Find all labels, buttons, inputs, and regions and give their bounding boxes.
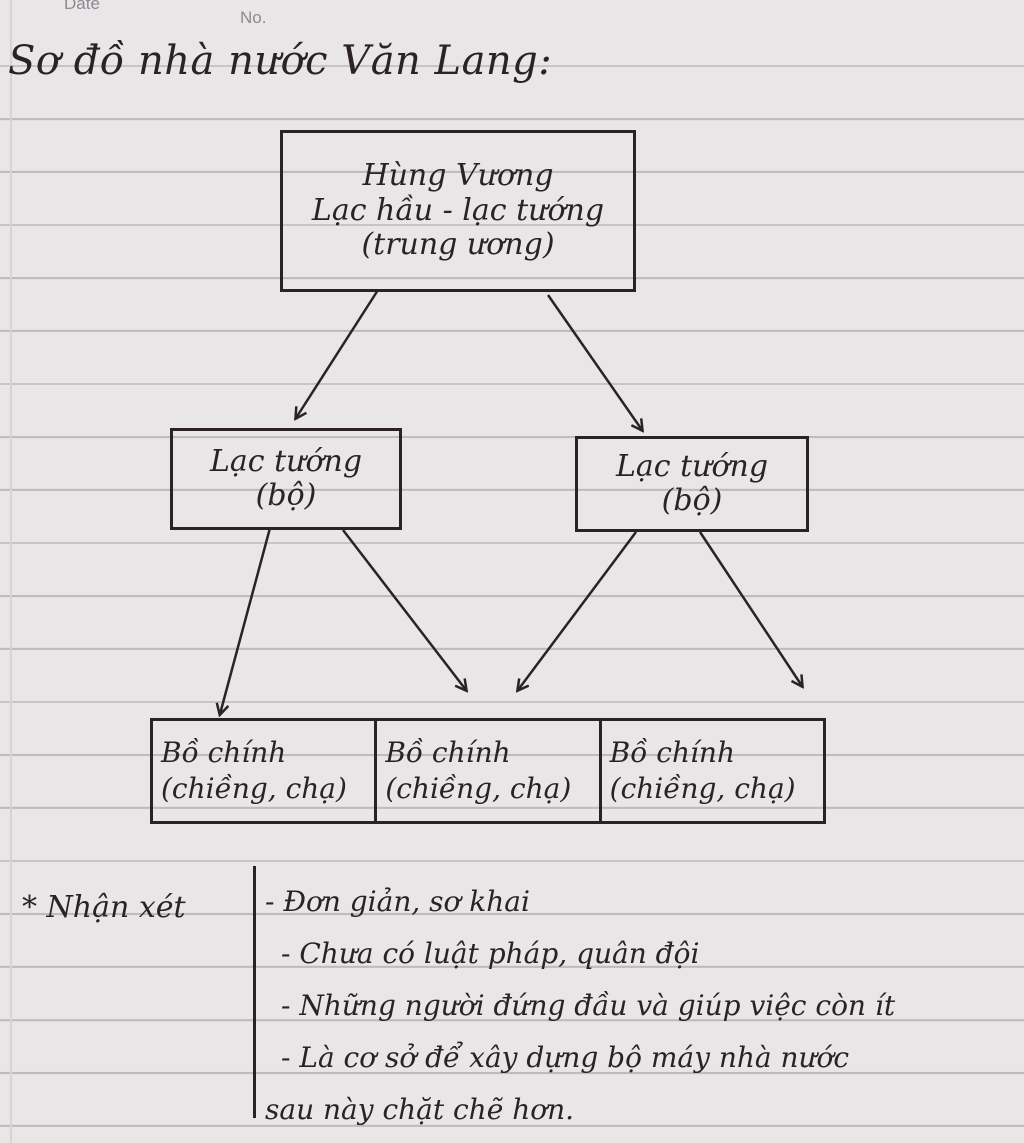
notes-list: - Đơn giản, sơ khai - Chưa có luật pháp,… <box>265 876 1020 1136</box>
arrow-top-to-mid-right <box>546 294 642 430</box>
box-lac-tuong-right-line2: (bộ) <box>661 483 723 518</box>
notes-divider <box>253 866 256 1118</box>
box-bo-chinh-2: Bồ chính (chiềng, chạ) <box>374 721 598 821</box>
box-bo-chinh-2-line1: Bồ chính <box>385 735 511 769</box>
date-label: Date <box>64 0 100 13</box>
box-bo-chinh-1-line1: Bồ chính <box>161 735 287 769</box>
no-label: No. <box>240 8 267 27</box>
box-bo-chinh-1: Bồ chính (chiềng, chạ) <box>153 721 374 821</box>
arrow-mid-left-to-bottom-1 <box>220 527 272 714</box>
box-bo-chinh-2-line2: (chiềng, chạ) <box>385 772 572 805</box>
box-lac-tuong-left-line2: (bộ) <box>255 478 317 513</box>
note-item: - Là cơ sở để xây dựng bộ máy nhà nước <box>281 1041 850 1074</box>
box-bo-chinh-row: Bồ chính (chiềng, chạ) Bồ chính (chiềng,… <box>150 718 826 824</box>
margin-line <box>10 0 12 1143</box>
note-item: - Chưa có luật pháp, quân đội <box>281 937 700 970</box>
arrow-mid-left-to-bottom-2 <box>342 529 466 690</box>
notes-label: * Nhận xét <box>22 890 186 925</box>
box-bo-chinh-3: Bồ chính (chiềng, chạ) <box>598 721 823 821</box>
box-lac-tuong-right-line1: Lạc tướng <box>615 448 769 484</box>
note-item: - Những người đứng đầu và giúp việc còn … <box>281 989 896 1022</box>
box-bo-chinh-3-line1: Bồ chính <box>609 735 735 769</box>
arrow-mid-right-to-bottom-2 <box>518 531 638 690</box>
box-bo-chinh-3-line2: (chiềng, chạ) <box>609 772 796 805</box>
box-bo-chinh-1-line2: (chiềng, chạ) <box>161 772 347 805</box>
arrow-mid-right-to-bottom-3 <box>698 531 802 686</box>
note-item: - Đơn giản, sơ khai <box>265 885 530 918</box>
box-lac-tuong-left-line1: Lạc tướng <box>209 443 363 479</box>
box-lac-tuong-left: Lạc tướng (bộ) <box>170 428 402 530</box>
box-lac-tuong-right: Lạc tướng (bộ) <box>575 436 809 532</box>
note-item: sau này chặt chẽ hơn. <box>265 1093 575 1126</box>
box-hung-vuong-line1: Hùng Vương <box>362 158 554 194</box>
box-hung-vuong: Hùng Vương Lạc hầu - lạc tướng (trung ươ… <box>280 130 636 292</box>
arrow-top-to-mid-left <box>296 289 380 418</box>
page-title: Sơ đồ nhà nước Văn Lang: <box>8 38 553 84</box>
box-hung-vuong-line2: Lạc hầu - lạc tướng <box>311 192 605 228</box>
box-hung-vuong-line3: (trung ương) <box>361 227 555 263</box>
